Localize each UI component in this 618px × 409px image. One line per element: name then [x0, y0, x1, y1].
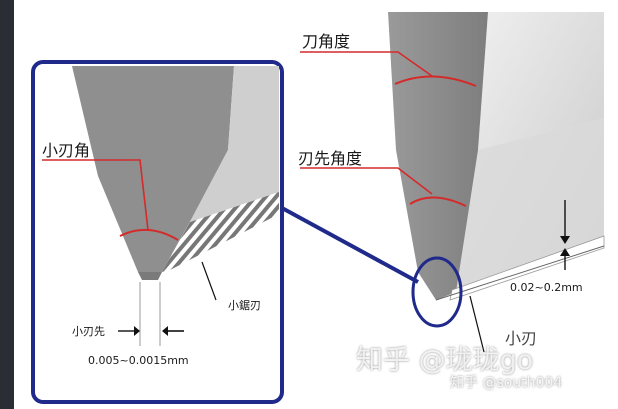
serration-leader — [201, 261, 217, 301]
micro-edge-angle-leader — [42, 159, 149, 231]
edge-tip-angle-arc — [409, 196, 467, 207]
watermark-large: 知乎 @珑珑go — [356, 345, 534, 376]
label-micro-serration: 小鋸刃 — [228, 299, 261, 312]
label-edge-width: 0.02~0.2mm — [510, 281, 583, 294]
label-tip-width: 0.005~0.0015mm — [88, 354, 189, 367]
micro-edge-angle-arc — [119, 229, 179, 241]
label-edge-tip-angle: 刃先角度 — [298, 149, 363, 168]
edge-line — [435, 245, 605, 301]
tip-arrowhead-right — [162, 326, 168, 336]
tip-arrowhead-left — [134, 326, 140, 336]
inset-face — [190, 66, 279, 222]
label-micro-edge-tip: 小刃先 — [72, 325, 105, 338]
blade-angle-leader — [300, 51, 433, 77]
blade-body — [388, 12, 488, 300]
watermark-small: 知乎 @south004 — [450, 375, 563, 391]
inset-tip — [138, 272, 162, 280]
inset-serration — [162, 192, 279, 272]
label-micro-edge-angle: 小刃角 — [42, 141, 91, 160]
micro-edge-leader — [469, 295, 485, 353]
inset-blade — [72, 66, 234, 272]
blade-face-lower — [456, 118, 604, 292]
edge-width-arrowhead-bottom — [560, 248, 570, 256]
blade-angle-arc — [394, 75, 477, 87]
left-dark-strip — [0, 0, 14, 409]
label-micro-edge: 小刃 — [505, 329, 538, 348]
label-blade-angle: 刀角度 — [302, 32, 351, 51]
zoom-circle — [411, 256, 463, 328]
edge-tip-angle-leader — [300, 167, 433, 195]
edge-width-arrowhead-top — [560, 236, 570, 244]
zoom-connector — [281, 206, 419, 284]
